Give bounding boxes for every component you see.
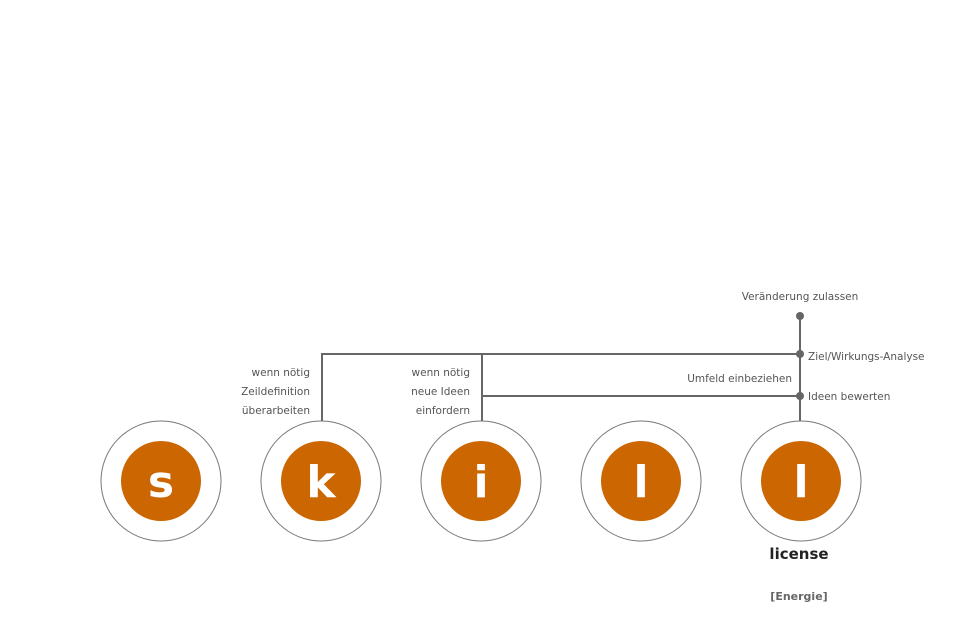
- k-note-line: wenn nötig: [252, 367, 310, 379]
- i-notes: wenn nötig neue Ideen einfordern: [411, 367, 470, 417]
- letter-circle-k: k: [260, 420, 382, 542]
- label-veraenderung: Veränderung zulassen: [742, 291, 859, 303]
- label-ideen-bewerten: Ideen bewerten: [808, 391, 890, 403]
- top-dot: [796, 312, 804, 320]
- inner-disc: [121, 441, 201, 521]
- connector-dots: [796, 312, 804, 400]
- letter-i: i: [473, 457, 488, 508]
- letter-circle-l2: l: [740, 420, 862, 542]
- license-subtitle: [Energie]: [770, 590, 827, 603]
- inner-disc: [601, 441, 681, 521]
- letter-s: s: [148, 457, 174, 508]
- letter-circle-i: i: [420, 420, 542, 542]
- i-note-line: neue Ideen: [411, 386, 470, 398]
- letter-l: l: [793, 457, 808, 508]
- letter-k: k: [306, 457, 337, 508]
- connector-lines: [321, 316, 801, 421]
- inner-disc: [281, 441, 361, 521]
- k-note-line: Zeildefinition: [241, 386, 310, 398]
- label-umfeld: Umfeld einbeziehen: [687, 373, 792, 385]
- inner-disc: [761, 441, 841, 521]
- i-note-line: einfordern: [416, 405, 470, 417]
- label-ziel-analyse: Ziel/Wirkungs-Analyse: [808, 351, 925, 363]
- ziel-dot: [796, 350, 804, 358]
- letter-circle-l1: l: [580, 420, 702, 542]
- letter-l: l: [633, 457, 648, 508]
- license-title: license: [769, 545, 828, 563]
- ideen-dot: [796, 392, 804, 400]
- inner-disc: [441, 441, 521, 521]
- i-note-line: wenn nötig: [412, 367, 470, 379]
- letter-circle-s: s: [100, 420, 222, 542]
- k-note-line: überarbeiten: [242, 405, 310, 417]
- k-notes: wenn nötig Zeildefinition überarbeiten: [241, 367, 310, 417]
